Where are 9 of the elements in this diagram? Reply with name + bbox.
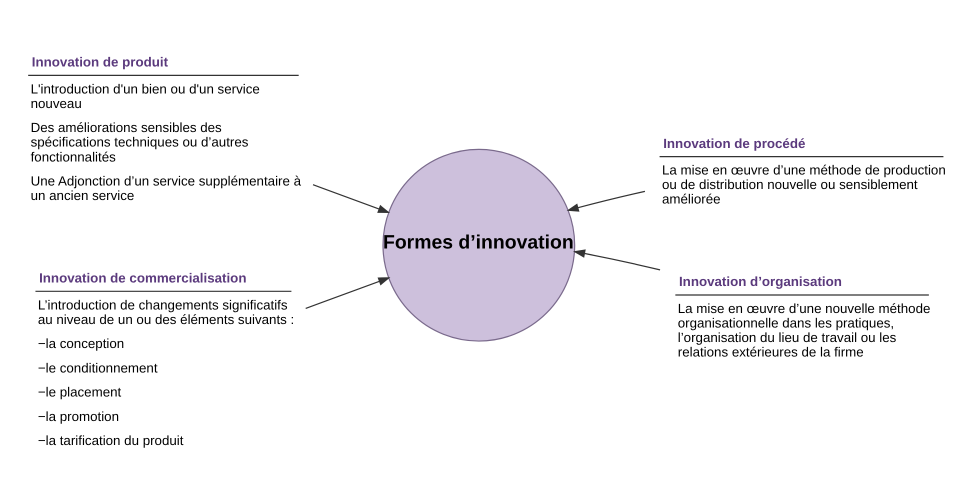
node-text: Innovation de commercialisation L’introduction de changements significatifs au niveau de un ou des éléments suivants : −la conception −le conditionnement −le placement −la promotion −la tarification du produit xyxy=(38,270,294,448)
node-text: Innovation d’organisation La mise en œuvre d’une nouvelle méthode organisationnelle dans les pratiques, l’organisation du lieu de travail ou les relations extérieures de la firme xyxy=(678,274,930,360)
node-text: Innovation de produit L'introduction d'un bien ou d'un service nouveau Des améliorations sensibles des spécifications techniques ou d’autres fonctionnalités Une Adjonction d’un service supplémentaire à un ancien service xyxy=(30,54,302,203)
node-text: Innovation de procédé La mise en œuvre d’une méthode de production ou de distribution nouvelle ou sensiblement améliorée xyxy=(662,135,946,206)
arrow xyxy=(305,276,390,308)
node-circle: Formes d’innovation xyxy=(382,148,576,342)
arrow xyxy=(312,184,390,213)
arrow xyxy=(573,248,660,270)
arrow xyxy=(566,190,646,212)
